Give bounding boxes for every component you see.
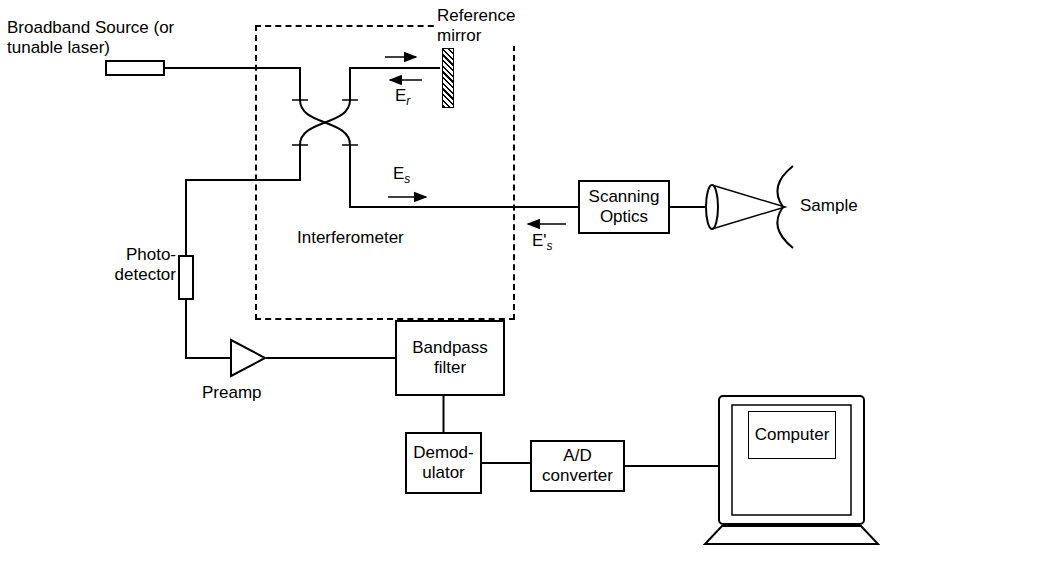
fiber [255,145,300,180]
beam-cone [712,185,785,229]
amplifier-symbol [230,339,266,377]
label-holder: Sample [800,196,858,216]
field-arrows [385,57,566,224]
converter-label: A/D converter [542,446,613,486]
monitor-frame [719,396,864,524]
label-holder: Preamp [202,383,262,403]
signal-line [186,300,230,358]
preamp-triangle: Preamp [230,339,266,377]
field-arrow [528,223,566,225]
preamp-label: Preamp [202,383,262,403]
filter-box: Bandpass filter [395,320,505,396]
mirror-label: Reference mirror [437,6,515,46]
computer-text-box: Computer [748,411,836,459]
optics-box: Scanning Optics [578,180,670,234]
label-holder: Photo- detector [115,245,176,285]
signal-line [165,67,255,69]
signal-line [266,357,395,359]
monitor-screen [732,405,851,515]
field-arrow [390,79,422,81]
demodulator-box: Demod- ulator [405,432,482,494]
field-label: Er [395,86,410,111]
label-holder: Interferometer [297,228,404,248]
optics-label: Scanning Optics [589,187,660,227]
label-holder: Er [395,86,410,111]
lens [706,185,718,229]
monitor-base [705,526,878,544]
computer-label: Computer [755,425,830,445]
label-holder: Broadband Source (or tunable laser) [7,18,182,58]
computer-monitor: Computer [718,395,865,545]
field-label: E's [532,231,553,256]
reference-mirror: Reference mirror [442,48,454,108]
label-holder: E's [532,231,553,256]
signal-line [515,206,578,208]
source-label: Broadband Source (or tunable laser) [7,18,182,58]
sample-surface [777,166,793,248]
source-box: Broadband Source (or tunable laser) [105,60,165,76]
demodulator-label: Demod- ulator [413,443,473,483]
label-holder: Reference mirror [437,6,515,46]
fiber [350,145,515,207]
amplifier-outline [231,340,265,376]
fiber-lines [255,68,515,207]
field-arrow [385,56,416,58]
sample-label: Sample [800,196,858,216]
sample-optics [670,166,793,248]
coupler-fiber [300,100,350,145]
coupler-ends [292,100,358,145]
field-label: Es [393,164,410,189]
fiber [670,206,706,208]
photodetector-box: Photo- detector [178,255,194,300]
filter-label: Bandpass filter [412,338,488,378]
interferometer-box: Reference mirrorInterferometer [255,25,515,320]
coupler-fiber [300,100,350,145]
signal-line [625,465,718,467]
signal-line [443,396,445,432]
signal-line [482,462,530,464]
photodetector-label: Photo- detector [115,245,176,285]
label-holder: Es [393,164,410,189]
field-arrow [388,196,426,198]
interferometer-label: Interferometer [297,228,404,248]
converter-box: A/D converter [530,440,625,492]
signal-line [186,180,255,255]
fiber [255,68,300,100]
